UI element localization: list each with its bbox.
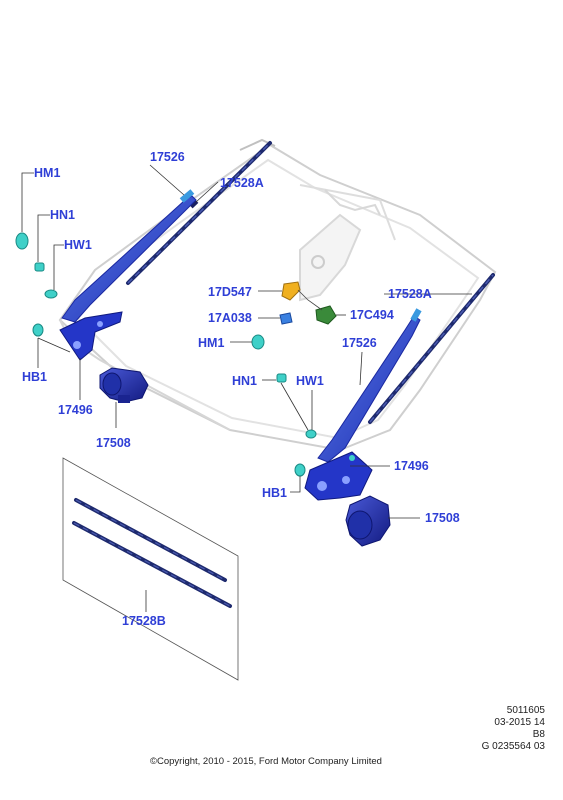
fasteners-left [15, 232, 58, 337]
label-hw1-left: HW1 [64, 238, 92, 252]
part-labels: HM1 HN1 HW1 HB1 17526 17528A 17496 17508… [22, 150, 460, 628]
reference-number: 5011605 [506, 705, 545, 716]
label-arm-right: 17526 [342, 336, 377, 350]
wiper-motor-left [99, 367, 149, 403]
document-reference-block: 5011605 03-2015 14 B8 G 0235564 03 [425, 705, 545, 753]
wiper-linkage-left [59, 311, 123, 361]
washer-pump-17c494 [315, 305, 337, 325]
label-hm1-right: HM1 [198, 336, 224, 350]
label-hw1-right: HW1 [296, 374, 324, 388]
label-hb1-left: HB1 [22, 370, 47, 384]
label-arm-left: 17526 [150, 150, 185, 164]
label-linkage-left: 17496 [58, 403, 93, 417]
wiper-motor-right [345, 495, 391, 547]
label-nozzle-a: 17D547 [208, 285, 252, 299]
label-pump: 17C494 [350, 308, 394, 322]
reference-id: G 0235564 03 [481, 741, 545, 752]
label-nozzle-b: 17A038 [208, 311, 252, 325]
label-hn1-right: HN1 [232, 374, 257, 388]
label-blade-right: 17528A [388, 287, 432, 301]
wiper-blade-top [126, 141, 272, 285]
label-motor-left: 17508 [96, 436, 131, 450]
leader-lines [21, 164, 472, 519]
fasteners-right [251, 334, 317, 477]
wiper-arm-right [317, 308, 422, 463]
label-linkage-right: 17496 [394, 459, 429, 473]
label-hb1-right: HB1 [262, 486, 287, 500]
label-hn1-left: HN1 [50, 208, 75, 222]
label-motor-right: 17508 [425, 511, 460, 525]
washer-nozzle-17a038 [279, 312, 293, 325]
label-blade-top: 17528A [220, 176, 264, 190]
wiper-linkage-right [304, 451, 373, 501]
reference-code: B8 [532, 729, 545, 740]
wiper-blade-right [368, 273, 495, 424]
reference-date: 03-2015 14 [494, 717, 545, 728]
blade-set-box [62, 457, 239, 681]
washer-nozzle-17d547 [281, 281, 301, 301]
label-blade-set: 17528B [122, 614, 166, 628]
windshield-outline [58, 138, 497, 452]
wiper-arm-left [61, 189, 197, 323]
copyright-notice: ©Copyright, 2010 - 2015, Ford Motor Comp… [150, 756, 382, 767]
label-hm1-left: HM1 [34, 166, 60, 180]
